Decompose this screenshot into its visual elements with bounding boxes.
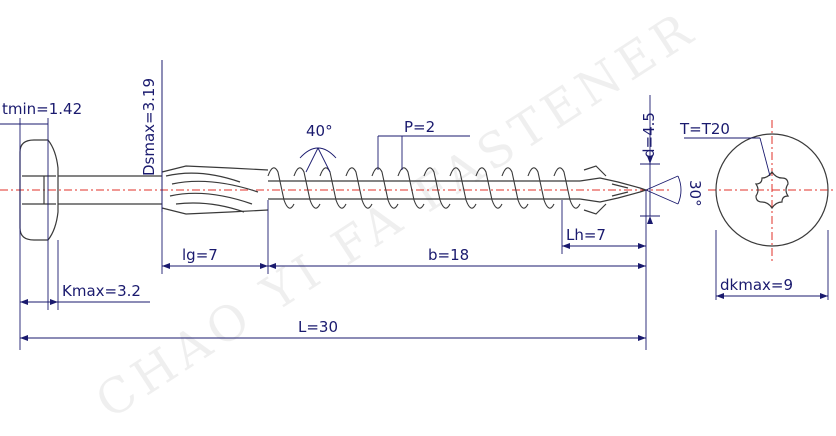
ds-max-label: Dsmax=3.19 bbox=[140, 78, 158, 176]
dk-max-label: dkmax=9 bbox=[720, 276, 793, 294]
k-max-label: Kmax=3.2 bbox=[62, 282, 141, 300]
watermark-text: CHAO YI FA FASTENER bbox=[86, 0, 707, 430]
torx-recess-icon bbox=[754, 170, 790, 210]
tip-angle-label: 30° bbox=[686, 180, 704, 207]
lh-label: Lh=7 bbox=[566, 226, 606, 244]
thread-crests bbox=[267, 167, 581, 209]
thread-angle-label: 40° bbox=[306, 122, 333, 140]
dimension-arrows bbox=[20, 156, 828, 341]
thread-core bbox=[268, 180, 580, 200]
length-label: L=30 bbox=[298, 318, 338, 336]
screw-end-view bbox=[715, 133, 829, 247]
screw-shank bbox=[58, 175, 162, 205]
cutting-flutes bbox=[161, 165, 269, 215]
center-lines bbox=[0, 120, 836, 262]
drive-label: T=T20 bbox=[679, 120, 730, 138]
tmin-label: tmin=1.42 bbox=[2, 100, 82, 118]
screw-side-view bbox=[19, 139, 648, 241]
b-label: b=18 bbox=[428, 246, 469, 264]
screw-head bbox=[19, 139, 59, 241]
dimension-lines bbox=[0, 60, 829, 350]
pitch-label: P=2 bbox=[404, 118, 435, 136]
lg-label: lg=7 bbox=[182, 246, 218, 264]
nominal-diameter-label: d=4.5 bbox=[640, 112, 658, 158]
head-outer-circle bbox=[715, 133, 829, 247]
